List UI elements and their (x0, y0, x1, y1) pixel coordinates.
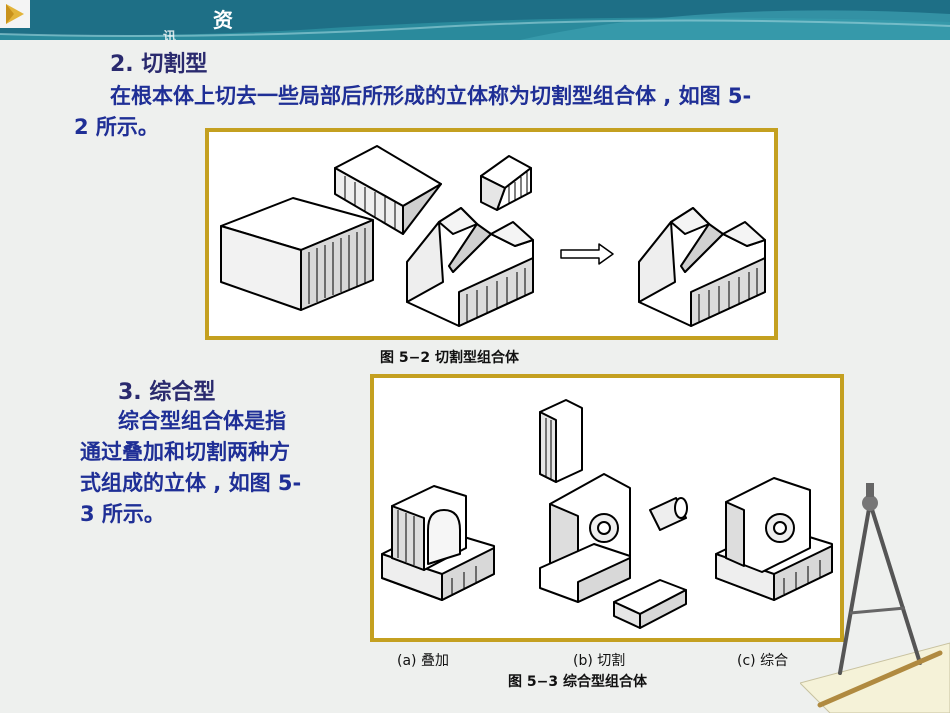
logo-arrow-icon (0, 0, 30, 28)
assembly-c-drawing (715, 477, 833, 601)
pin-drawing (649, 497, 688, 531)
assembly-b-drawing (539, 399, 688, 629)
cut-block-right-drawing (638, 207, 766, 327)
plate-drawing (613, 579, 687, 629)
header-band: 资 讯 (0, 0, 950, 40)
cut-wedge-drawing (334, 145, 442, 235)
figure-5-3-drawing (381, 399, 833, 629)
section-3-line-3: 式组成的立体 , 如图 5- (80, 471, 302, 495)
base-block-drawing (220, 197, 374, 311)
section-3-line-2: 通过叠加和切割两种方 (80, 440, 290, 464)
figure-5-3-caption: 图 5−3 综合型组合体 (508, 674, 647, 690)
section-2-line-1: 在根本体上切去一些局部后所形成的立体称为切割型组合体 , 如图 5- (110, 84, 752, 108)
compass-decoration-icon (800, 483, 950, 713)
section-3-line-4: 3 所示。 (80, 502, 165, 526)
figure-5-2-drawing (220, 145, 766, 327)
section-2-line-2: 2 所示。 (74, 115, 159, 139)
cut-block-middle-drawing (406, 207, 534, 327)
header-subtitle: 讯 (163, 30, 177, 40)
section-3-heading: 3. 综合型 (118, 380, 216, 405)
figure-5-2-caption: 图 5−2 切割型组合体 (380, 350, 519, 366)
figure-5-3 (370, 374, 844, 642)
figure-5-3-label-c: (c) 综合 (737, 653, 789, 669)
cut-prism-drawing (480, 155, 532, 211)
header-title: 资 (213, 8, 233, 32)
section-2-heading: 2. 切割型 (110, 52, 208, 77)
header-background (0, 0, 950, 40)
figure-5-2 (205, 128, 778, 340)
transform-arrow-drawing (560, 243, 614, 265)
assembly-a-drawing (381, 485, 495, 601)
figure-5-3-label-a: (a) 叠加 (397, 653, 449, 669)
figure-5-3-label-b: (b) 切割 (573, 653, 626, 669)
section-3-line-1: 综合型组合体是指 (118, 409, 286, 433)
